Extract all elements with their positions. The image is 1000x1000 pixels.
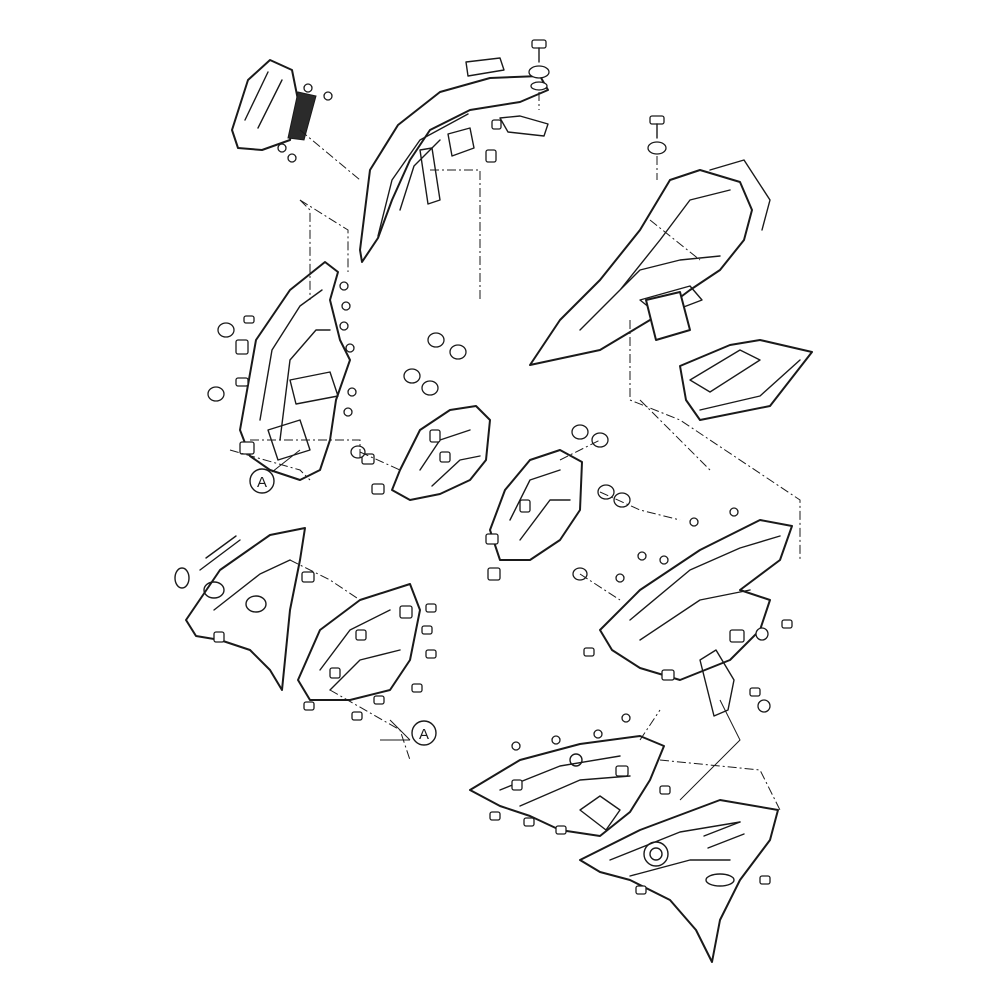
callout-label-a-upper: A (257, 474, 267, 491)
callout-marker-a-lower: A (380, 719, 437, 746)
emblem-icon (643, 841, 669, 867)
vent-grille-shaded (287, 91, 317, 141)
right-upper-cowl (529, 159, 771, 366)
left-inner-duct (297, 583, 437, 721)
inner-frame-panel-right (485, 424, 631, 581)
inner-frame-hardware (339, 281, 357, 417)
bracket-piece (499, 115, 549, 137)
side-bracket-center (350, 332, 491, 501)
right-inner-duct (469, 713, 671, 837)
vent-bracket-part (231, 59, 333, 163)
top-bolt-stack (528, 39, 550, 110)
right-cowl-bolt-stack (647, 115, 667, 180)
lamp-bracket (645, 291, 691, 341)
callout-marker-a-upper: A (249, 449, 301, 494)
right-side-cowl (583, 507, 793, 717)
decal-stripe (703, 821, 745, 849)
left-side-cowl (174, 527, 315, 691)
grommet-ring (174, 567, 190, 589)
outer-right-cowl (579, 799, 779, 963)
lamp-cover-part (645, 291, 813, 421)
inner-frame-panel-left (207, 261, 351, 481)
upper-fairing-panel (359, 57, 549, 263)
callout-label-a-lower: A (419, 726, 429, 743)
